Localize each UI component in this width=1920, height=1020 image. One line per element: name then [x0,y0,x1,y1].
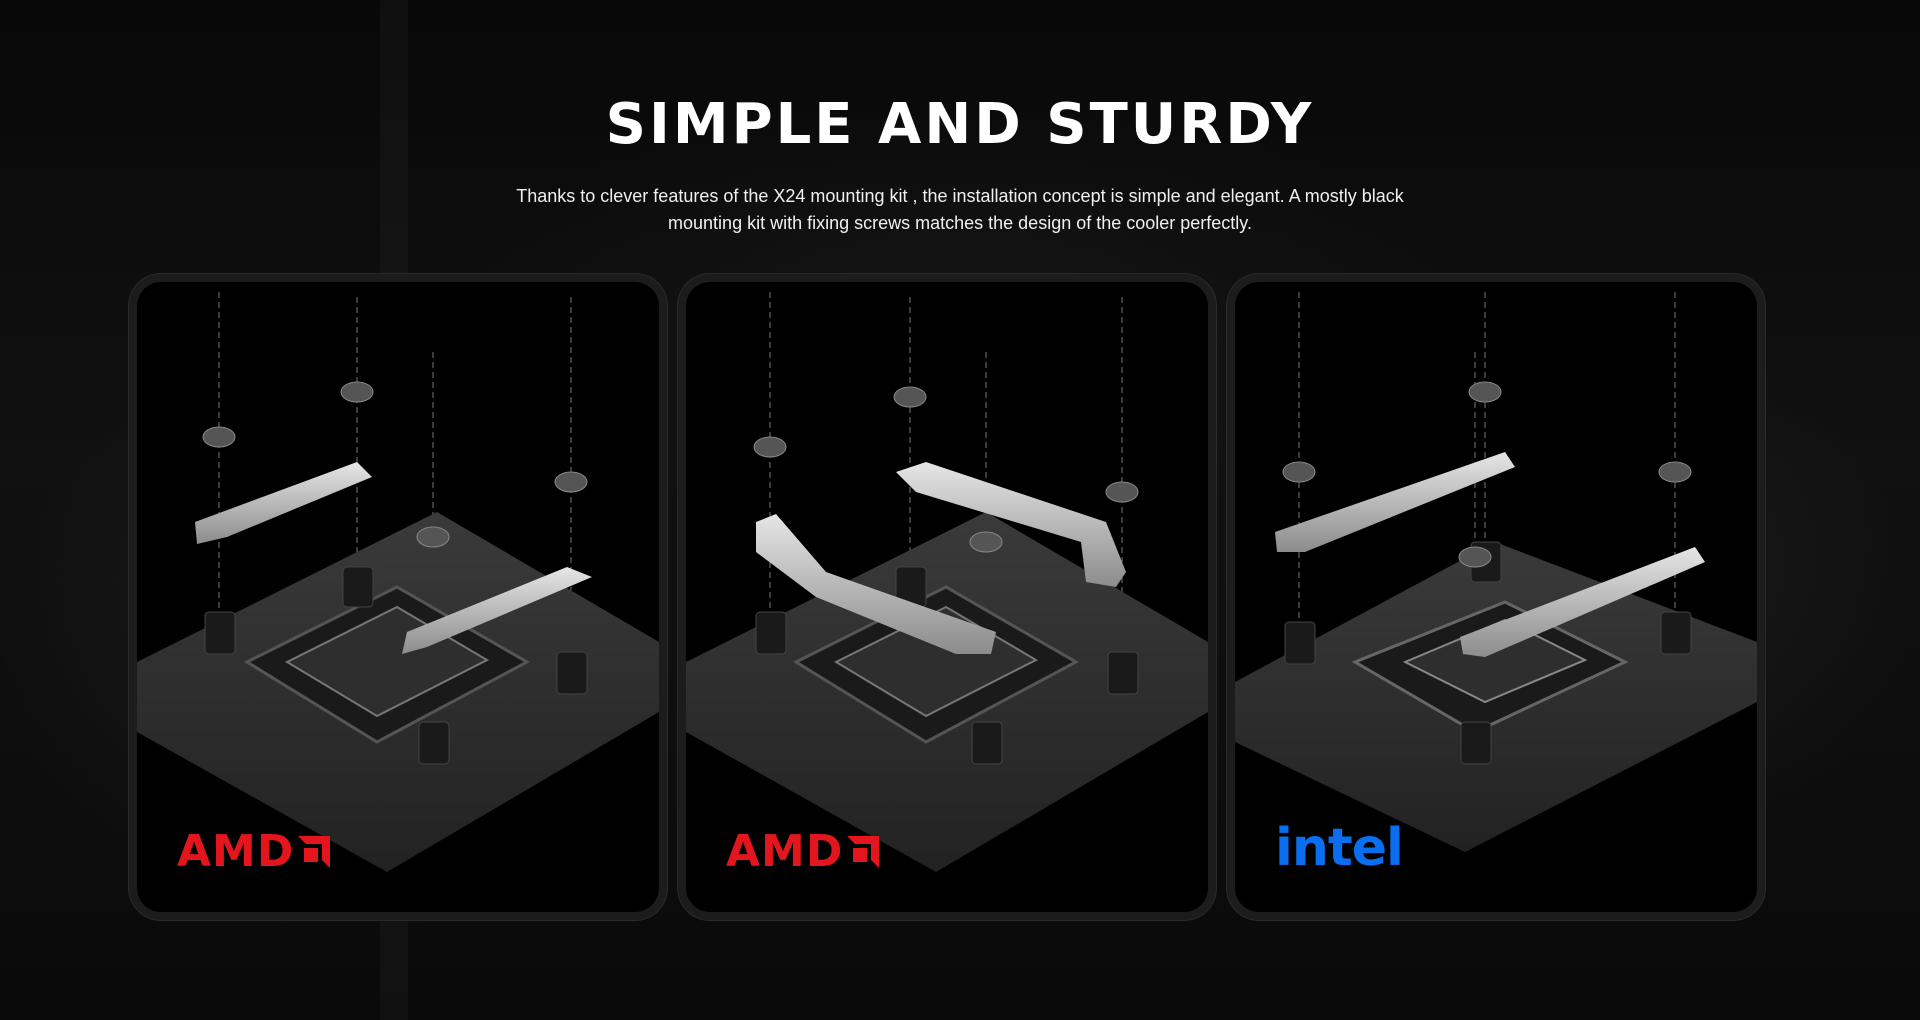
amd-logo: AMD [726,830,883,874]
amd-logo: AMD [177,830,334,874]
brand-name: intel [1275,818,1404,878]
intel-logo: intel [1275,822,1404,874]
card-amd-1: AMD [137,282,659,912]
amd-arrow-icon [298,836,331,868]
amd-arrow-icon [847,836,880,868]
page-title: SIMPLE AND STURDY [605,92,1315,157]
card-amd-2: AMD [686,282,1208,912]
amd-mounting-illustration-2 [686,292,1208,872]
page-subtitle: Thanks to clever features of the X24 mou… [516,186,1404,233]
intel-mounting-illustration [1235,292,1757,852]
brand-name: AMD [177,826,295,877]
amd-mounting-illustration-1 [137,292,659,872]
card-intel: intel [1235,282,1757,912]
brand-name: AMD [726,826,844,877]
